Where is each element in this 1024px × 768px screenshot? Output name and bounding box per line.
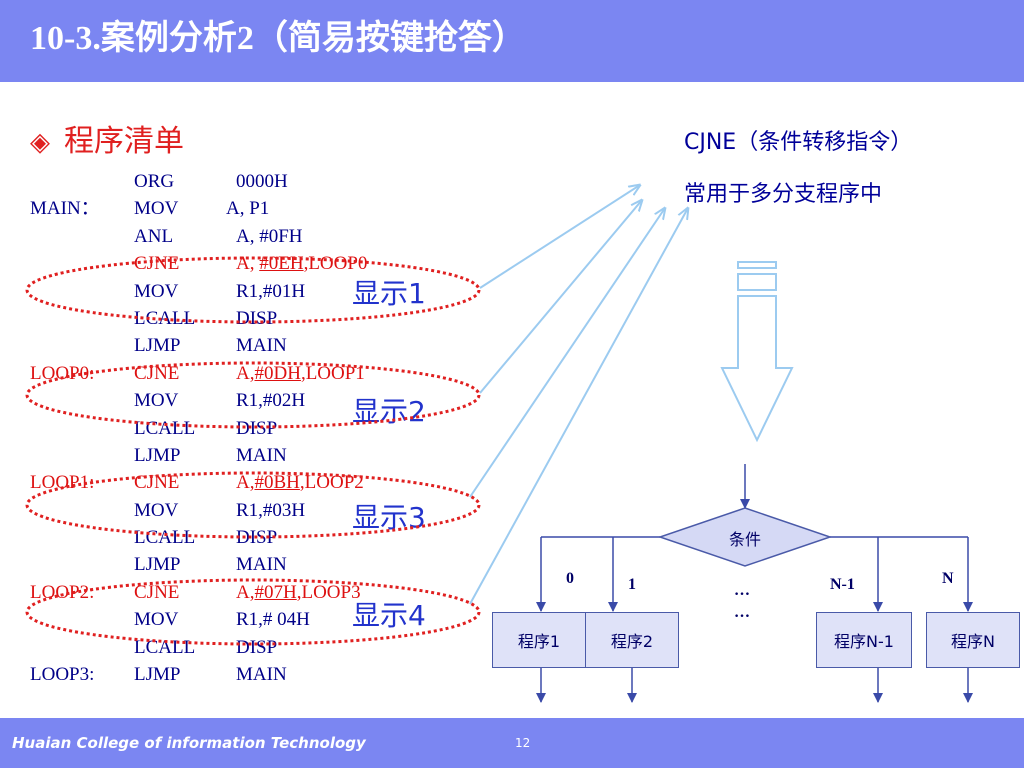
operand-immediate: #0DH — [254, 362, 301, 384]
footer-college-name: Huaian College of information Technology — [12, 734, 366, 752]
diamond-bullet-icon: ◈ — [30, 127, 50, 158]
code-operand: R1,# 04H — [236, 609, 310, 631]
code-operand: MAIN — [236, 444, 287, 466]
code-label: LOOP0: — [30, 362, 95, 384]
code-line: LOOP3: LJMP MAIN — [0, 661, 470, 688]
code-opcode: LJMP — [134, 664, 181, 686]
title-bar: 10-3.案例分析2（简易按键抢答） — [0, 0, 1024, 82]
code-line: ANL A, #0FH — [0, 223, 470, 250]
operand-immediate: #07H — [254, 581, 297, 603]
code-operand: A, #0FH — [236, 225, 303, 247]
hollow-down-arrow-icon — [720, 261, 794, 443]
code-operand: MAIN — [236, 664, 287, 686]
program-box-n-1: 程序N-1 — [816, 612, 912, 668]
code-opcode: MOV — [134, 609, 179, 631]
code-opcode: ANL — [134, 225, 174, 247]
display-label-3: 显示3 — [352, 501, 426, 534]
cjne-note: CJNE（条件转移指令） — [684, 130, 913, 155]
program-box-1: 程序1 — [492, 612, 586, 668]
operand-prefix: A, — [236, 472, 255, 494]
operand-prefix: A, — [236, 581, 255, 603]
code-line: LJMP MAIN — [0, 442, 470, 469]
slide-title: 10-3.案例分析2（简易按键抢答） — [30, 20, 526, 57]
code-opcode: CJNE — [134, 253, 180, 275]
program-box-2: 程序2 — [585, 612, 679, 668]
code-opcode: MOV — [134, 499, 179, 521]
callout-arrow-3 — [469, 208, 665, 498]
code-operand: R1,#01H — [236, 280, 306, 302]
branch-label-1: 1 — [628, 576, 636, 593]
code-label: LOOP1: — [30, 472, 95, 494]
code-operand: R1,#03H — [236, 499, 306, 521]
ellipsis-2: … — [734, 604, 750, 621]
code-line-highlight: LOOP1: CJNE A,#0BH,LOOP2 — [0, 469, 470, 496]
code-label: MAIN： — [30, 198, 100, 220]
display-label-2: 显示2 — [352, 395, 426, 428]
code-opcode: MOV — [134, 198, 179, 220]
code-operand: DISP — [236, 307, 278, 329]
display-label-1: 显示1 — [352, 277, 426, 310]
multi-branch-note: 常用于多分支程序中 — [684, 182, 883, 207]
code-operand: A, P1 — [226, 198, 270, 220]
display-label-4: 显示4 — [352, 599, 426, 632]
operand-prefix: A, — [236, 362, 255, 384]
code-opcode: LJMP — [134, 335, 181, 357]
code-opcode: LCALL — [134, 307, 196, 329]
branch-label-n: N — [942, 570, 954, 587]
section-title: 程序清单 — [64, 124, 184, 160]
operand-prefix: A, — [236, 253, 260, 275]
code-opcode: ORG — [134, 171, 175, 192]
code-opcode: LCALL — [134, 417, 196, 439]
operand-target: ,LOOP1 — [300, 362, 365, 384]
code-operand: 0000H — [236, 171, 288, 192]
callout-arrow-2 — [479, 200, 642, 394]
branch-label-n-1: N-1 — [830, 576, 855, 593]
code-line-highlight: LOOP0: CJNE A,#0DH,LOOP1 — [0, 360, 470, 387]
code-label: LOOP2: — [30, 581, 95, 603]
code-opcode: LCALL — [134, 636, 196, 658]
code-opcode: LJMP — [134, 554, 181, 576]
operand-immediate: #0BH — [254, 472, 300, 494]
code-opcode: CJNE — [134, 362, 180, 384]
code-opcode: MOV — [134, 280, 179, 302]
code-operand: A, #0EH,LOOP0 — [236, 250, 367, 277]
callout-arrow-4 — [469, 208, 688, 605]
code-opcode: LJMP — [134, 444, 181, 466]
condition-label: 条件 — [728, 530, 761, 549]
branch-label-0: 0 — [566, 570, 574, 587]
code-operand: DISP — [236, 636, 278, 658]
page-number: 12 — [515, 736, 531, 750]
code-opcode: CJNE — [134, 472, 180, 494]
footer-bar: Huaian College of information Technology… — [0, 718, 1024, 768]
code-operand: A,#07H,LOOP3 — [236, 579, 361, 606]
code-operand: MAIN — [236, 335, 287, 357]
code-operand: DISP — [236, 417, 278, 439]
code-line: LJMP MAIN — [0, 551, 470, 578]
code-operand: A,#0DH,LOOP1 — [236, 360, 365, 387]
operand-target: ,LOOP3 — [296, 581, 361, 603]
operand-immediate: #0EH — [259, 253, 304, 275]
code-operand: A,#0BH,LOOP2 — [236, 469, 364, 496]
section-header: ◈ 程序清单 — [30, 122, 184, 162]
code-line: LJMP MAIN — [0, 332, 470, 359]
code-opcode: CJNE — [134, 581, 180, 603]
ellipsis-1: … — [734, 582, 750, 599]
code-operand: DISP — [236, 527, 278, 549]
callout-arrow-1 — [479, 185, 640, 289]
code-opcode: MOV — [134, 390, 179, 412]
code-opcode: LCALL — [134, 527, 196, 549]
code-line: MAIN： MOV A, P1 — [0, 195, 470, 222]
code-operand: R1,#02H — [236, 390, 306, 412]
operand-target: ,LOOP2 — [299, 472, 364, 494]
code-line: LCALL DISP — [0, 634, 470, 661]
code-label: LOOP3: — [30, 664, 95, 686]
code-operand: MAIN — [236, 554, 287, 576]
program-box-n: 程序N — [926, 612, 1020, 668]
code-line: ORG 0000H — [0, 168, 470, 195]
